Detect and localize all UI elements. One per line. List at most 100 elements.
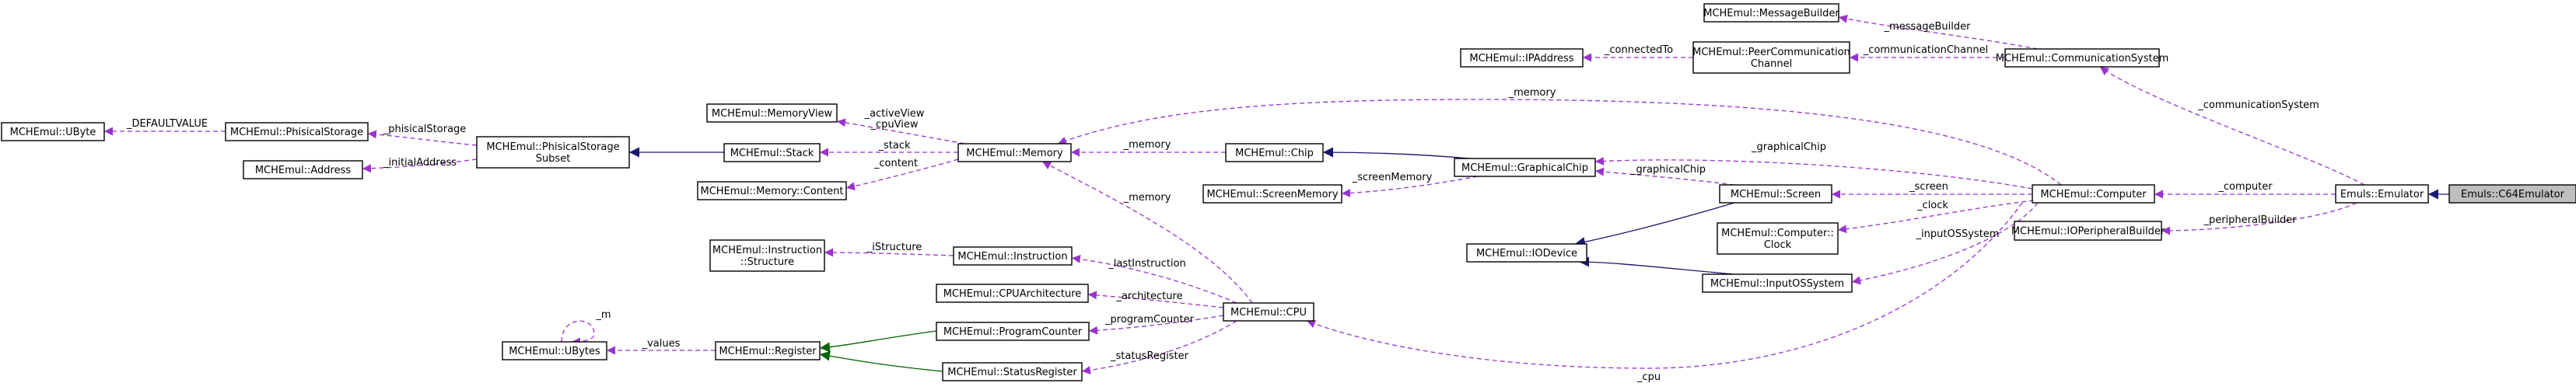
class-node-label: MCHEmul::ScreenMemory: [1206, 189, 1338, 200]
edge-label: _inputOSSystem: [1916, 228, 2000, 240]
class-node-stack[interactable]: MCHEmul::Stack: [723, 143, 821, 162]
usage-edge: [1837, 200, 2035, 234]
class-node-label: MCHEmul::Screen: [1731, 189, 1821, 200]
class-node-computer[interactable]: MCHEmul::Computer: [2032, 184, 2155, 204]
usage-edge: [367, 130, 478, 146]
edge-label: _computer: [2217, 181, 2273, 193]
class-node-label: MCHEmul::Chip: [1235, 148, 1314, 159]
usage-edge: [824, 248, 954, 257]
class-node-screen[interactable]: MCHEmul::Screen: [1719, 184, 1832, 204]
edge-label: _connectedTo: [1604, 44, 1673, 56]
class-node-instrstruct[interactable]: MCHEmul::Instruction::Structure: [709, 239, 825, 272]
class-node-label: MCHEmul::CPU: [1230, 307, 1307, 319]
edge-label: _communicationSystem: [2197, 99, 2319, 111]
class-node-memory[interactable]: MCHEmul::Memory: [957, 143, 1072, 162]
class-node-label: MCHEmul::CommunicationSystem: [1996, 53, 2169, 64]
class-node-label: MCHEmul::PhisicalStorage: [486, 141, 619, 153]
inheritance-edge: [819, 350, 943, 372]
edge-label: _memory: [1508, 87, 1556, 99]
usage-edge: [1057, 99, 2062, 186]
edge-label: _graphicalChip: [1751, 141, 1826, 153]
class-node-iodevice[interactable]: MCHEmul::IODevice: [1466, 243, 1587, 263]
class-node-graphchip[interactable]: MCHEmul::GraphicalChip: [1454, 158, 1596, 177]
class-node-address[interactable]: MCHEmul::Address: [243, 160, 363, 179]
class-node-ubytes[interactable]: MCHEmul::UBytes: [502, 341, 607, 360]
class-node-label: MCHEmul::PeerCommunication: [1692, 47, 1850, 58]
usage-edge: [1071, 254, 1237, 304]
usage-edge: [362, 158, 478, 173]
usage-edge: [845, 158, 959, 191]
class-node-screenmem[interactable]: MCHEmul::ScreenMemory: [1202, 184, 1342, 204]
class-node-inputos[interactable]: MCHEmul::InputOSSystem: [1702, 273, 1853, 293]
class-node-chip[interactable]: MCHEmul::Chip: [1225, 143, 1324, 162]
class-node-ioperiph[interactable]: MCHEmul::IOPeripheralBuilder: [2011, 221, 2165, 241]
usage-edge: [1088, 315, 1224, 335]
class-node-label: Emuls::Emulator: [2340, 189, 2424, 200]
usage-edge: [1306, 202, 2023, 369]
inheritance-edge: [1322, 147, 1471, 159]
edge-label: _memory: [1123, 139, 1171, 151]
edge-label: _programCounter: [1104, 314, 1195, 326]
class-node-clock[interactable]: MCHEmul::Computer::Clock: [1717, 222, 1839, 255]
class-node-ipaddr[interactable]: MCHEmul::IPAddress: [1460, 48, 1584, 68]
class-node-label: MCHEmul::PhisicalStorage: [230, 127, 363, 138]
class-node-msgbuilder[interactable]: MCHEmul::MessageBuilder: [1703, 3, 1839, 23]
class-node-instruction[interactable]: MCHEmul::Instruction: [953, 246, 1073, 266]
edge-label: _peripheralBuilder: [2203, 214, 2297, 226]
class-node-emulator[interactable]: Emuls::Emulator: [2335, 184, 2429, 204]
class-node-commsys[interactable]: MCHEmul::CommunicationSystem: [1996, 48, 2169, 68]
edge-label: _graphicalChip: [1630, 164, 1706, 176]
class-node-label: MCHEmul::Computer: [2040, 189, 2147, 200]
inheritance-edge: [819, 330, 937, 353]
class-node-label: MCHEmul::IPAddress: [1469, 53, 1573, 64]
class-node-memcontent[interactable]: MCHEmul::Memory::Content: [697, 181, 847, 200]
class-node-label: MCHEmul::Register: [719, 346, 817, 357]
edge-label: _memory: [1123, 192, 1171, 204]
usage-edge: [1041, 161, 1253, 304]
edge-label: _phisicalStorage: [383, 124, 467, 135]
edge-label: _stack: [877, 140, 910, 151]
class-node-ps[interactable]: MCHEmul::PhisicalStorage: [225, 122, 369, 141]
class-node-progcounter[interactable]: MCHEmul::ProgramCounter: [936, 322, 1090, 341]
class-node-label: MCHEmul::Memory: [966, 148, 1063, 159]
class-node-label: MCHEmul::CPUArchitecture: [943, 288, 1082, 300]
class-node-label: MCHEmul::Memory::Content: [701, 186, 844, 197]
class-node-label: MCHEmul::ProgramCounter: [943, 326, 1083, 338]
class-node-label: MCHEmul::Stack: [730, 148, 814, 159]
usage-edge: [1851, 202, 2039, 285]
edge-label: _cpu: [1636, 371, 1661, 383]
edge-label: _architecture: [1115, 291, 1182, 302]
class-node-cpuarch[interactable]: MCHEmul::CPUArchitecture: [936, 284, 1089, 303]
class-node-label: MCHEmul::UBytes: [509, 346, 600, 357]
class-node-label: MCHEmul::Instruction: [957, 251, 1067, 263]
class-node-label: Emuls::C64Emulator: [2461, 189, 2565, 200]
class-node-ubyte[interactable]: MCHEmul::UByte: [1, 122, 105, 141]
edge-label: _communicationChannel: [1863, 44, 1988, 56]
inheritance-edge: [1574, 202, 1735, 247]
class-node-label: MCHEmul::GraphicalChip: [1461, 162, 1588, 174]
class-node-label: MCHEmul::StatusRegister: [947, 367, 1077, 378]
usage-edge: [1594, 167, 1735, 186]
class-node-memview[interactable]: MCHEmul::MemoryView: [706, 103, 838, 123]
usage-edge: [1341, 176, 1479, 198]
edge-label: _content: [873, 158, 918, 169]
usage-edge: [1838, 14, 2039, 50]
class-node-c64: Emuls::C64Emulator: [2448, 184, 2576, 204]
class-node-cpu[interactable]: MCHEmul::CPU: [1223, 302, 1314, 322]
class-node-register[interactable]: MCHEmul::Register: [715, 341, 821, 360]
class-node-label: MCHEmul::IODevice: [1476, 248, 1577, 259]
usage-edge: [1087, 291, 1224, 308]
edge-label: _clock: [1916, 200, 1948, 211]
edge-label: _screen: [1909, 181, 1948, 193]
edge-label: _screenMemory: [1352, 172, 1433, 183]
edge-label: _lastInstruction: [1108, 258, 1186, 270]
usage-edge: [561, 320, 595, 346]
edge-label: _initialAddress: [383, 157, 457, 169]
usage-edge: [1081, 320, 1237, 374]
class-node-statusreg[interactable]: MCHEmul::StatusRegister: [942, 362, 1083, 381]
class-node-label: ::Structure: [740, 256, 794, 268]
edge-label: _m: [595, 309, 611, 321]
